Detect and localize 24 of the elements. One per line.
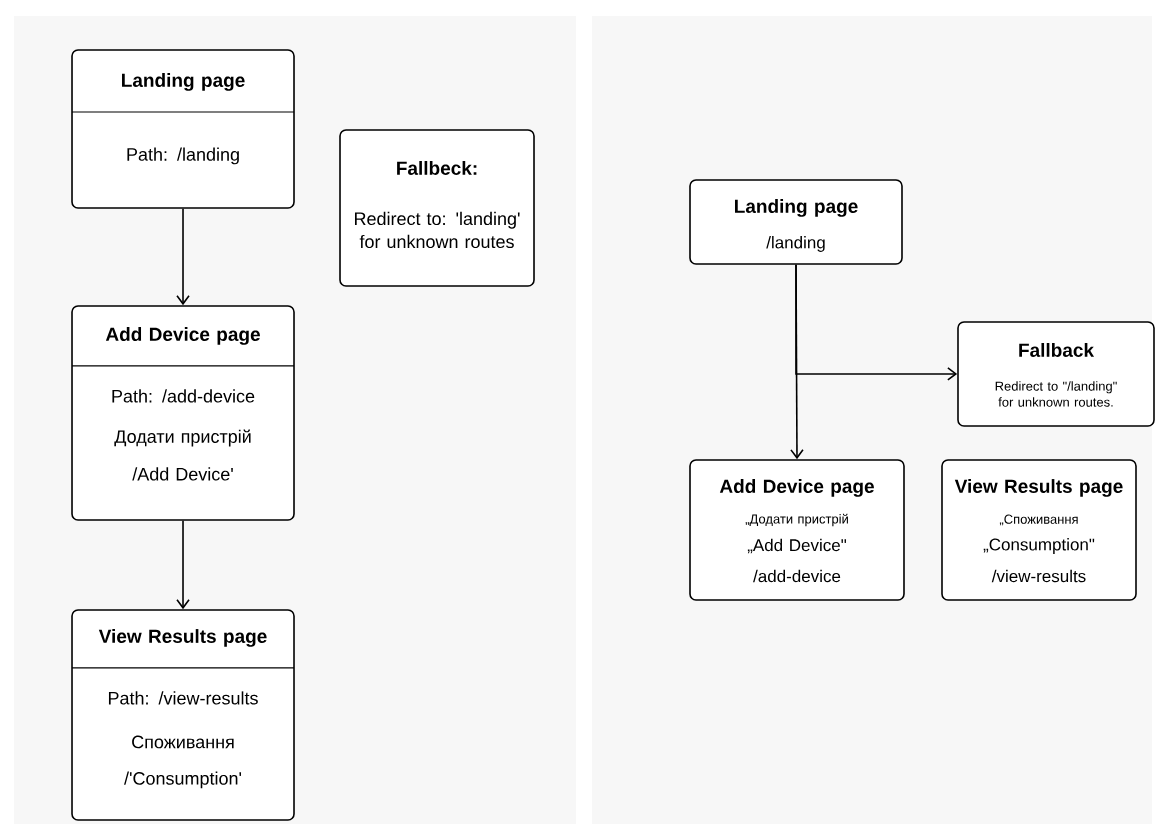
- box-heading: Add Device page: [105, 327, 260, 345]
- box-text: /add-device: [753, 569, 841, 583]
- box-heading: Fallback: [1019, 343, 1095, 357]
- arrow: [795, 263, 958, 381]
- box-text: Path: /view-results: [108, 691, 258, 705]
- arrow: [176, 207, 190, 306]
- box-text: „Consumption": [983, 538, 1095, 554]
- box-text: Redirect to: 'landing' for unknown routes: [355, 211, 520, 249]
- box-text: Додати пристрій: [114, 429, 251, 447]
- box-heading: View Results page: [954, 479, 1123, 497]
- box-text: Path: /add-device: [112, 389, 255, 403]
- box-heading: Landing page: [735, 199, 858, 217]
- box-heading: Landing page: [122, 73, 245, 91]
- box-text: /landing: [766, 236, 825, 252]
- box-text: „Add Device": [747, 538, 847, 554]
- box-text: /view-results: [991, 569, 1086, 583]
- arrow: [176, 520, 190, 610]
- box-heading: Add Device page: [719, 479, 874, 497]
- box-heading: View Results page: [98, 629, 267, 647]
- box-text: Path: /landing: [127, 147, 239, 165]
- box-text: /'Consumption': [124, 771, 242, 789]
- box-heading: Fallbeck:: [397, 161, 477, 175]
- box-text: Споживання: [132, 735, 234, 749]
- box-text: /Add Device': [132, 467, 233, 481]
